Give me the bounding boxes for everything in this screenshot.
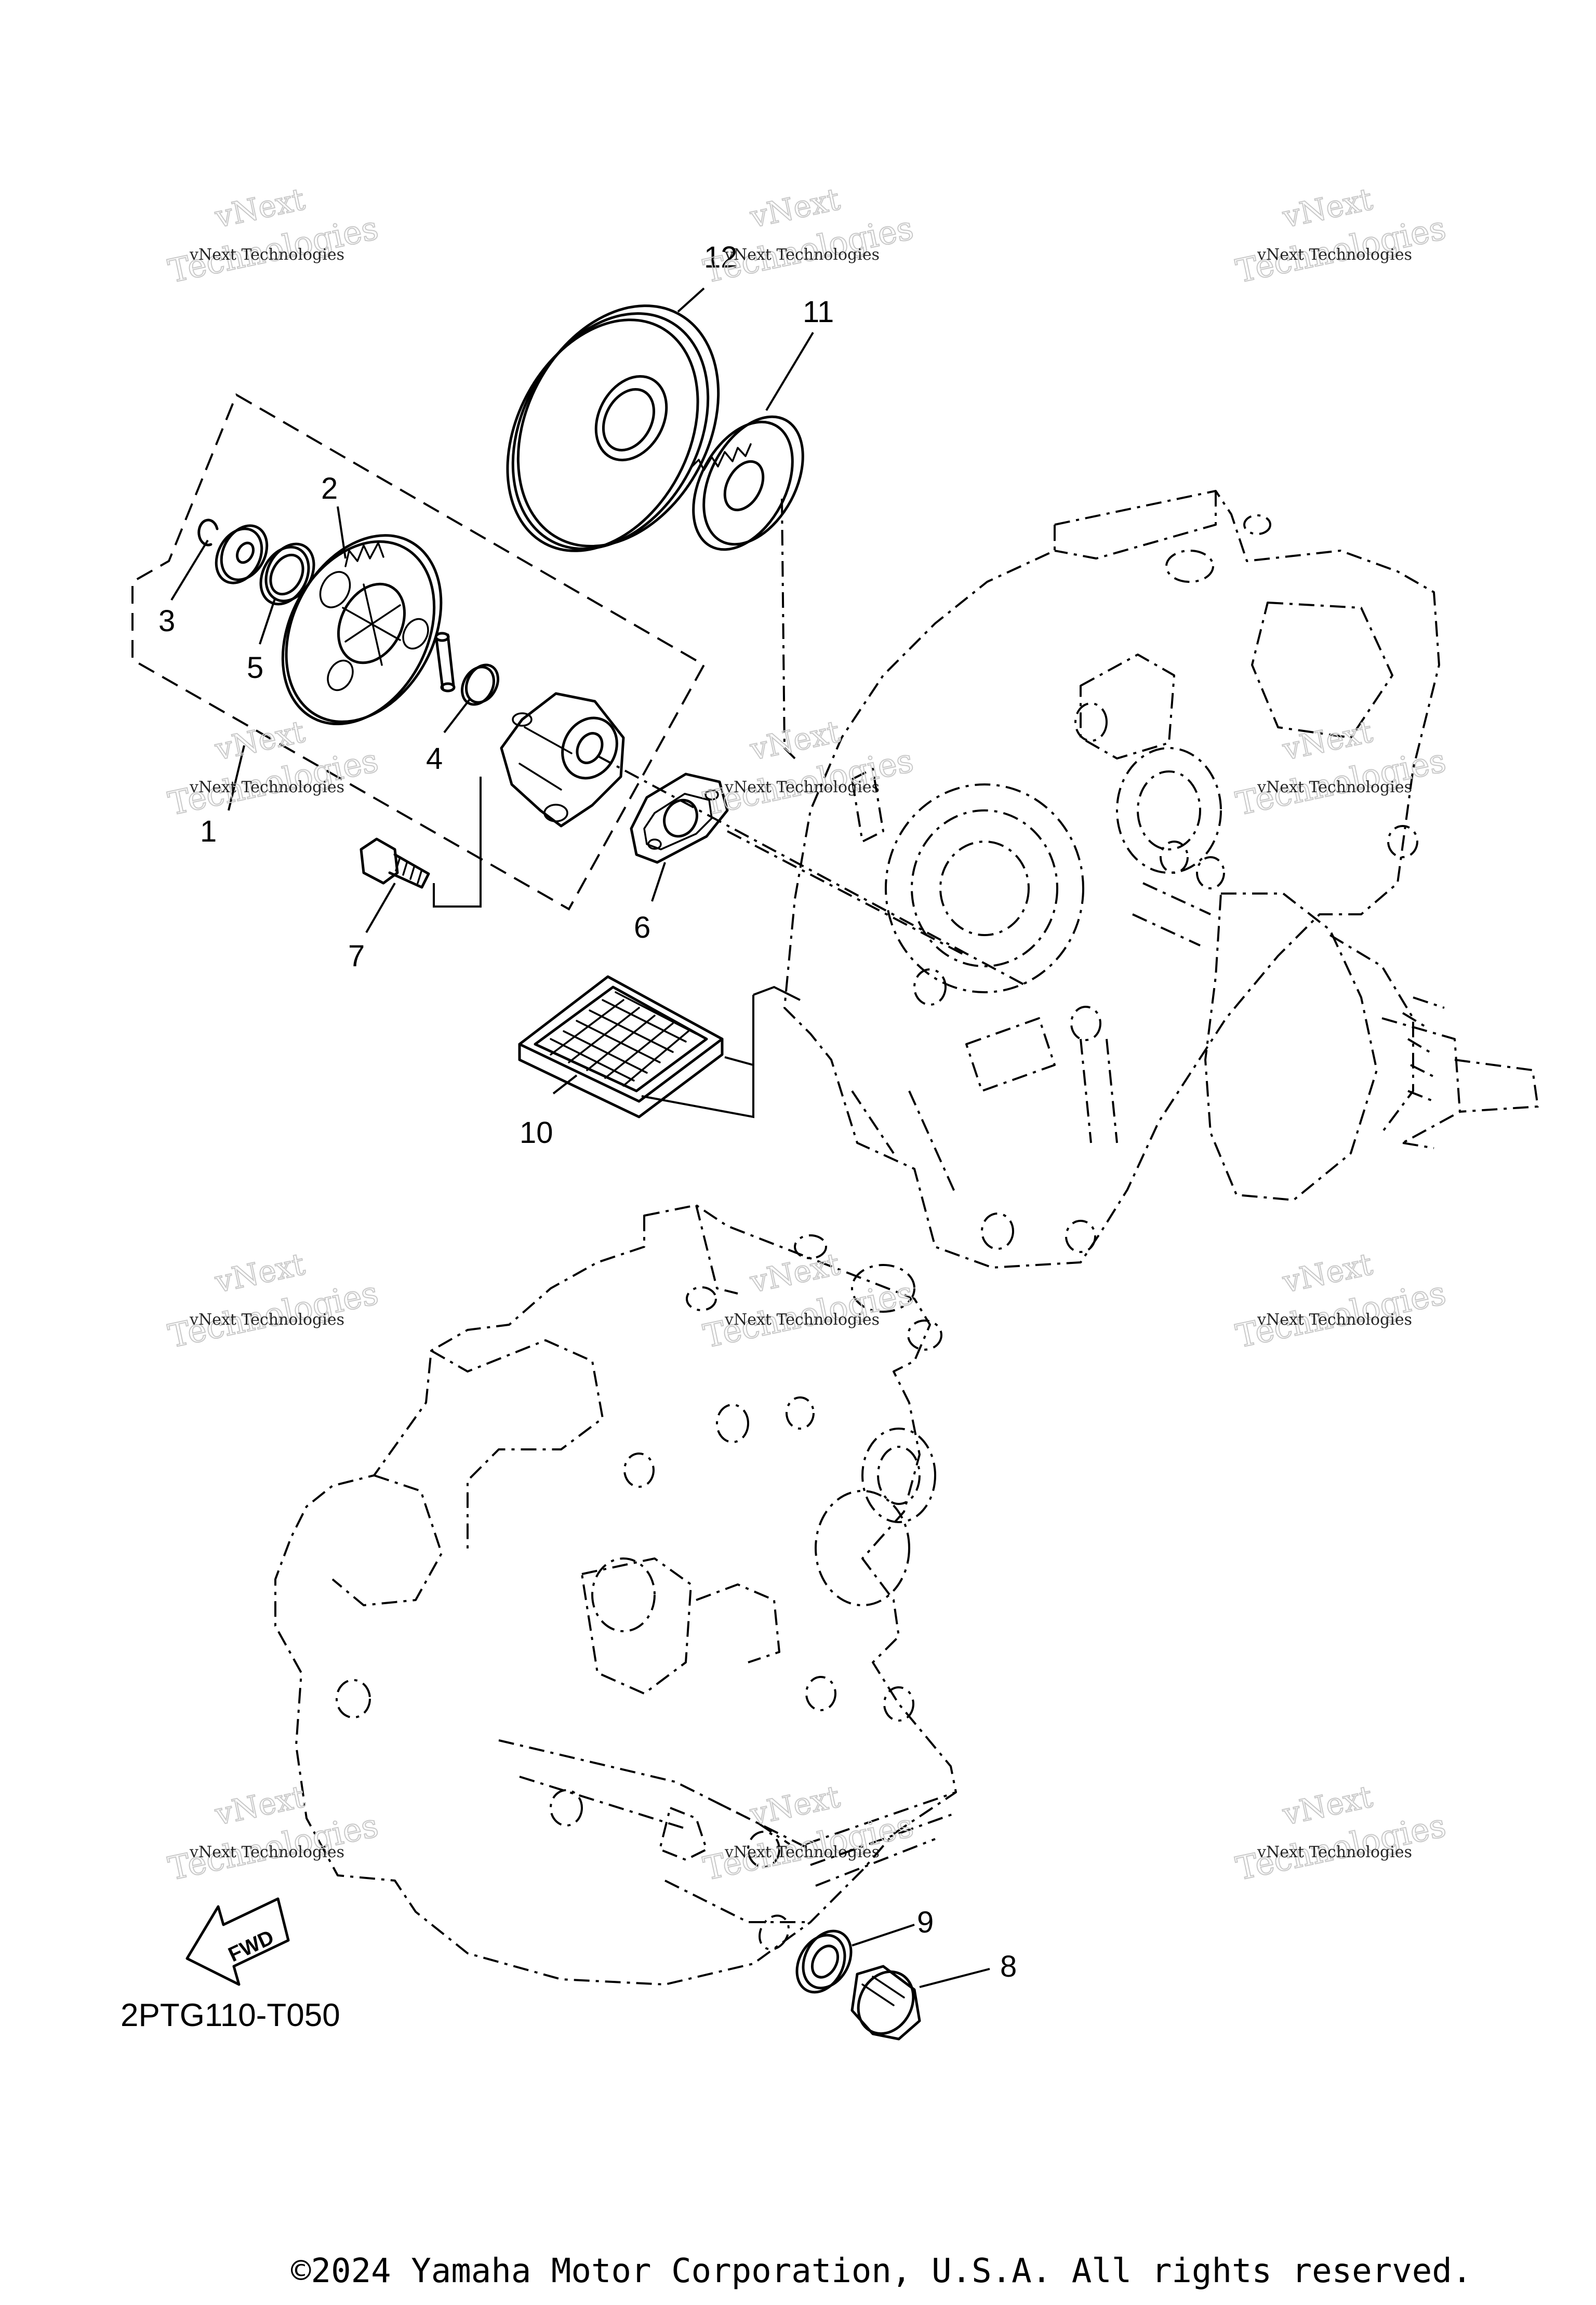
- assembly-boundary: [131, 393, 706, 911]
- part-5-oring[interactable]: [251, 536, 324, 612]
- watermark: vNext Technologies vNext Technologies: [700, 713, 917, 823]
- svg-text:vNext Technologies: vNext Technologies: [724, 246, 880, 264]
- alignment-line-11: [781, 498, 796, 760]
- callout-numbers: 12 11 2 3 5 4 1 6 7 10 9 8: [158, 241, 1017, 1983]
- part-2-pump-gear[interactable]: [252, 509, 472, 750]
- part-washer[interactable]: [207, 518, 276, 591]
- svg-text:vNext Technologies: vNext Technologies: [724, 1843, 880, 1861]
- watermark: vNext Technologies vNext Technologies: [1232, 1246, 1450, 1356]
- part-8-drain-bolt[interactable]: [848, 1962, 924, 2043]
- part-12-seal-disc[interactable]: [470, 271, 759, 584]
- fwd-arrow: FWD: [185, 1897, 290, 1986]
- svg-text:vNext Technologies: vNext Technologies: [189, 1311, 344, 1329]
- watermark: vNext Technologies vNext Technologies: [1232, 713, 1450, 823]
- callout-11: 11: [803, 295, 834, 329]
- part-9-gasket[interactable]: [788, 1923, 861, 2001]
- part-4-oring[interactable]: [456, 659, 504, 710]
- part-6-gasket[interactable]: [630, 772, 729, 864]
- svg-text:vNext Technologies: vNext Technologies: [1257, 1311, 1412, 1329]
- svg-text:vNext Technologies: vNext Technologies: [189, 1843, 344, 1861]
- svg-text:vNext Technologies: vNext Technologies: [189, 778, 344, 796]
- callout-7: 7: [348, 939, 365, 973]
- crankcase-left-half: [274, 1204, 957, 1986]
- part-oil-pump-body[interactable]: [500, 692, 627, 828]
- watermark: vNext Technologies vNext Technologies: [165, 1778, 382, 1888]
- watermark: vNext Technologies vNext Technologies: [1232, 1778, 1450, 1888]
- watermark: vNext Technologies vNext Technologies: [700, 1778, 917, 1888]
- callout-6: 6: [634, 911, 650, 944]
- copyright-notice: ©2024 Yamaha Motor Corporation, U.S.A. A…: [291, 2252, 1472, 2290]
- part-10-strainer[interactable]: [518, 975, 724, 1118]
- callout-9: 9: [917, 1906, 934, 1939]
- watermark: vNext Technologies vNext Technologies: [700, 1246, 917, 1356]
- svg-text:vNext Technologies: vNext Technologies: [724, 1311, 880, 1329]
- callout-4: 4: [426, 742, 443, 776]
- svg-text:vNext Technologies: vNext Technologies: [1257, 778, 1412, 796]
- part-11-spring-plate[interactable]: [673, 400, 823, 566]
- callout-8: 8: [1000, 1950, 1017, 1983]
- svg-text:vNext Technologies: vNext Technologies: [1257, 1843, 1412, 1861]
- watermarks: vNext Technologies vNext Technologies vN…: [165, 181, 1450, 1888]
- svg-text:vNext Technologies: vNext Technologies: [189, 246, 344, 264]
- diagram-code: 2PTG110-T050: [121, 1997, 340, 2033]
- callout-5: 5: [247, 651, 263, 685]
- callout-3: 3: [158, 604, 175, 638]
- crankcase-right-half: [783, 490, 1539, 1269]
- alignment-line-pump: [597, 755, 1029, 988]
- svg-text:vNext Technologies: vNext Technologies: [724, 778, 880, 796]
- watermark: vNext Technologies vNext Technologies: [165, 1246, 382, 1356]
- part-dowel-pin[interactable]: [434, 632, 456, 692]
- callout-2: 2: [321, 472, 338, 505]
- watermark: vNext Technologies vNext Technologies: [1232, 181, 1450, 291]
- svg-text:vNext Technologies: vNext Technologies: [1257, 246, 1412, 264]
- callout-10: 10: [520, 1116, 553, 1150]
- callout-1: 1: [200, 815, 217, 848]
- watermark: vNext Technologies vNext Technologies: [700, 181, 917, 291]
- watermark: vNext Technologies vNext Technologies: [165, 181, 382, 291]
- part-7-bolt[interactable]: [360, 837, 430, 889]
- alignment-line-gasket: [727, 830, 967, 957]
- leader-lines: [170, 287, 990, 1988]
- watermark: vNext Technologies vNext Technologies: [165, 713, 382, 823]
- callout-12: 12: [704, 241, 738, 274]
